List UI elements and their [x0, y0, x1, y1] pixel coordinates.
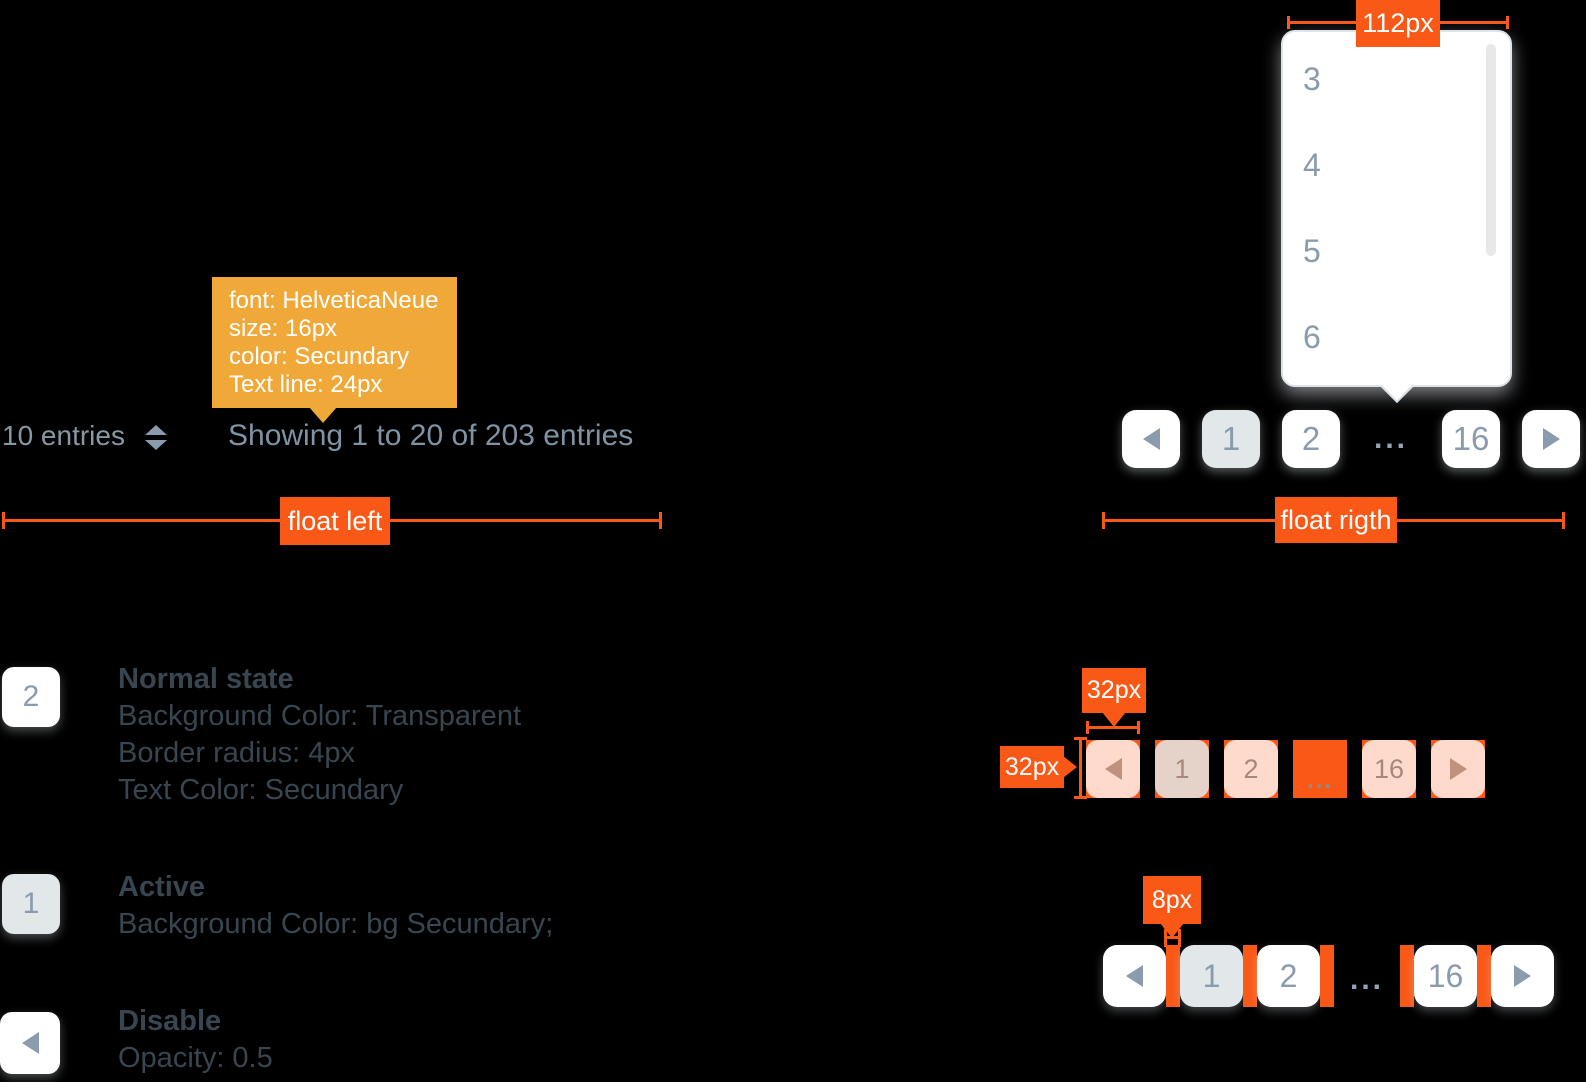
arrow-down-icon: [144, 440, 167, 450]
dropdown-width-label: 112px: [1356, 0, 1440, 47]
gap-highlight-bar: [1166, 945, 1180, 1007]
left-arrow-icon: [1104, 758, 1122, 780]
float-left-label: float left: [280, 497, 390, 545]
pages-ellipsis[interactable]: ...: [1373, 422, 1408, 455]
sample-active-button: 1: [2, 874, 60, 934]
next-page-button[interactable]: [1522, 410, 1580, 468]
spec-line: Background Color: bg Secundary;: [118, 908, 554, 940]
button-height-measure-line: [1074, 737, 1087, 799]
active-state-spec: Active Background Color: bg Secundary;: [118, 869, 553, 943]
page-2-button[interactable]: 2: [1282, 410, 1340, 468]
sample-normal-button: 2: [2, 667, 60, 727]
active-state-title: Active: [118, 871, 206, 903]
gap-ellipsis: ...: [1349, 963, 1384, 996]
disable-state-spec: Disable Opacity: 0.5: [118, 1003, 273, 1077]
dropdown-option-6[interactable]: 6: [1303, 318, 1321, 355]
gap-highlight-bar: [1243, 945, 1257, 1007]
button-width-measure-line: [1086, 721, 1140, 734]
font-spec-line: font: HelveticaNeue: [229, 287, 439, 314]
sample-disable-button: [0, 1012, 60, 1074]
left-arrow-icon: [1142, 428, 1160, 450]
callout-tail: [309, 407, 337, 423]
measured-next-button: [1431, 740, 1485, 798]
gap-size-label: 8px: [1143, 876, 1201, 924]
measured-ellipsis-cell: ...: [1293, 740, 1347, 798]
left-arrow-icon: [1126, 965, 1143, 987]
measured-page-16-button: 16: [1362, 740, 1416, 798]
measured-page-2-button: 2: [1224, 740, 1278, 798]
disable-state-title: Disable: [118, 1005, 222, 1037]
button-width-label: 32px: [1082, 668, 1146, 713]
gap-page-1-button: 1: [1180, 945, 1243, 1007]
prev-page-button[interactable]: [1122, 410, 1180, 468]
font-spec-line: size: 16px: [229, 315, 338, 342]
dropdown-scrollbar[interactable]: [1486, 44, 1496, 256]
dropdown-option-4[interactable]: 4: [1303, 146, 1321, 183]
right-arrow-icon: [1449, 758, 1467, 780]
page-16-button[interactable]: 16: [1442, 410, 1500, 468]
font-spec-line: color: Secundary: [229, 343, 410, 370]
page-size-control[interactable]: 10 entries: [2, 418, 167, 454]
float-right-label: float rigth: [1275, 497, 1397, 543]
dropdown-option-5[interactable]: 5: [1303, 232, 1321, 269]
arrow-up-icon: [144, 425, 167, 435]
spec-line: Opacity: 0.5: [118, 1042, 273, 1074]
measured-prev-button: [1086, 740, 1140, 798]
font-spec-line: Text line: 24px: [229, 371, 383, 398]
page-picker-dropdown: 3 4 5 6: [1281, 30, 1512, 403]
sort-arrows-icon[interactable]: [144, 425, 167, 450]
button-height-label: 32px: [1000, 746, 1064, 788]
page-size-label: 10 entries: [2, 420, 125, 451]
gap-page-2-button: 2: [1257, 945, 1320, 1007]
ellipsis-dots: ...: [1306, 767, 1333, 794]
gap-highlight-bar: [1400, 945, 1414, 1007]
normal-state-title: Normal state: [118, 663, 294, 695]
left-arrow-icon: [21, 1032, 39, 1054]
gap-pagination-row: 1 2 ... 16: [1103, 945, 1554, 1007]
gap-prev-button: [1103, 945, 1166, 1007]
page-1-button-active[interactable]: 1: [1202, 410, 1260, 468]
right-arrow-icon: [1514, 965, 1531, 987]
spec-line: Border radius: 4px: [118, 737, 355, 769]
dropdown-option-3[interactable]: 3: [1303, 60, 1321, 97]
measured-page-1-button: 1: [1155, 740, 1209, 798]
spec-line: Text Color: Secundary: [118, 774, 404, 806]
right-arrow-icon: [1542, 428, 1560, 450]
spec-line: Background Color: Transparent: [118, 700, 521, 732]
font-spec-callout: font: HelveticaNeue size: 16px color: Se…: [212, 277, 457, 423]
normal-state-spec: Normal state Background Color: Transpare…: [118, 661, 521, 809]
gap-highlight-bar: [1320, 945, 1334, 1007]
sized-pagination-row: 1 2 ... 16: [1086, 740, 1485, 798]
gap-page-16-button: 16: [1414, 945, 1477, 1007]
results-summary: Showing 1 to 20 of 203 entries: [228, 419, 634, 452]
gap-highlight-bar: [1477, 945, 1491, 1007]
pagination-bar: 1 2 ... 16: [1122, 410, 1580, 468]
gap-next-button: [1491, 945, 1554, 1007]
